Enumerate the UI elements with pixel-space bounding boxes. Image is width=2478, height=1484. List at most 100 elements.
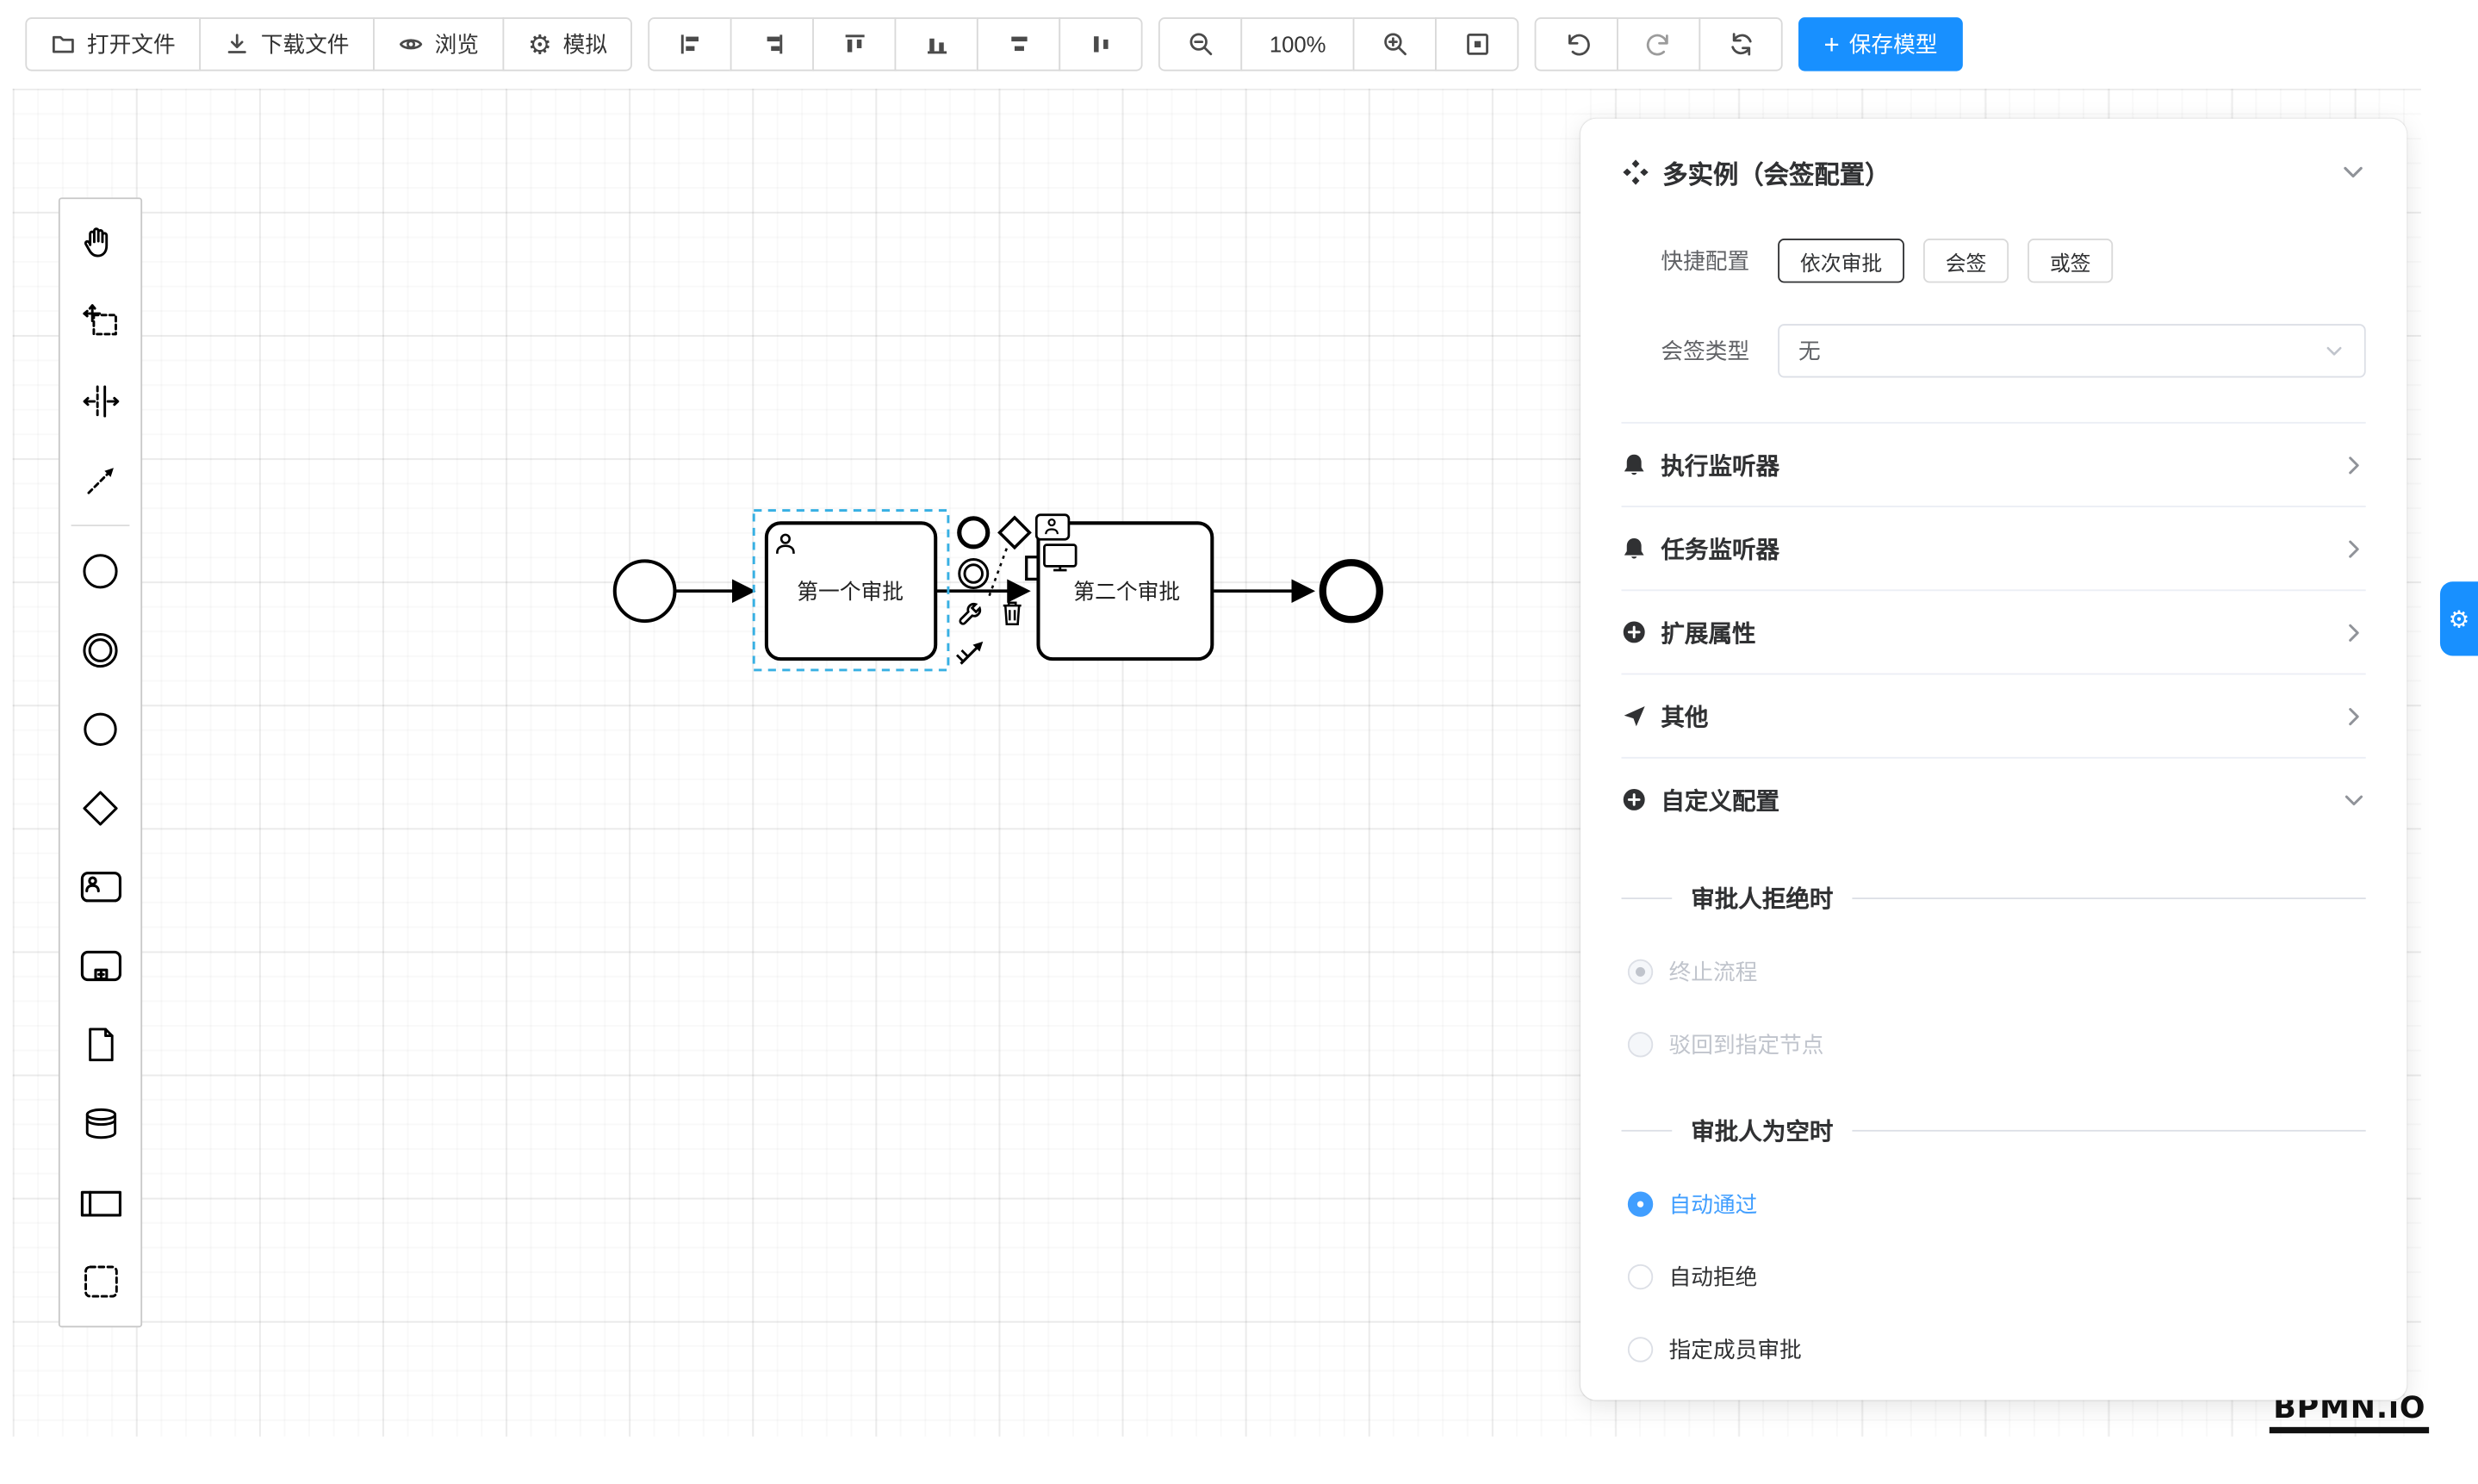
trash-icon[interactable] bbox=[1003, 601, 1022, 626]
screen-icon[interactable] bbox=[1043, 543, 1078, 572]
plus-icon: + bbox=[1823, 28, 1840, 59]
countersign-type-select[interactable]: 无 bbox=[1778, 324, 2366, 378]
create-data-store[interactable] bbox=[63, 1084, 137, 1164]
lasso-tool[interactable] bbox=[63, 283, 137, 362]
quick-config-row: 快捷配置 依次审批 会签 或签 bbox=[1622, 239, 2366, 283]
end-event[interactable] bbox=[1319, 559, 1383, 624]
eye-icon bbox=[399, 39, 423, 50]
create-end-event[interactable] bbox=[63, 689, 137, 768]
align-right-icon bbox=[767, 34, 782, 54]
global-connect-tool[interactable] bbox=[63, 441, 137, 520]
radio-terminate-process: 终止流程 bbox=[1627, 956, 2366, 988]
wrench-icon[interactable] bbox=[959, 602, 982, 625]
radio-assign-member[interactable]: 指定成员审批 bbox=[1627, 1334, 2366, 1366]
open-file-button[interactable]: 打开文件 bbox=[25, 17, 202, 71]
context-pad bbox=[956, 513, 1078, 665]
section-extended-properties[interactable]: 扩展属性 bbox=[1621, 589, 2366, 673]
countersign-type-label: 会签类型 bbox=[1661, 338, 1750, 364]
radio-icon bbox=[1627, 1191, 1654, 1217]
panel-toggle-button[interactable]: ⚙ bbox=[2439, 581, 2478, 656]
append-gateway-icon[interactable] bbox=[997, 515, 1032, 550]
task1-label: 第一个审批 bbox=[797, 580, 904, 604]
download-file-label: 下载文件 bbox=[260, 31, 350, 58]
align-center-horizontal-button[interactable] bbox=[977, 17, 1061, 71]
append-user-task-icon[interactable] bbox=[1034, 513, 1071, 541]
plus-circle-icon bbox=[1623, 788, 1645, 810]
zoom-in-icon bbox=[1383, 33, 1407, 56]
radio-label: 自动通过 bbox=[1668, 1191, 1758, 1217]
preview-button[interactable]: 浏览 bbox=[373, 17, 505, 71]
section-label: 执行监听器 bbox=[1661, 452, 1780, 480]
hand-tool[interactable] bbox=[63, 204, 137, 283]
create-user-task[interactable] bbox=[63, 847, 137, 926]
align-group bbox=[648, 17, 1144, 71]
zoom-out-button[interactable] bbox=[1158, 17, 1243, 71]
space-tool[interactable] bbox=[63, 362, 137, 441]
panel-header[interactable]: 多实例（会签配置） bbox=[1622, 119, 2366, 198]
align-bottom-button[interactable] bbox=[894, 17, 979, 71]
zoom-in-button[interactable] bbox=[1352, 17, 1437, 71]
fit-viewport-icon bbox=[1466, 33, 1488, 55]
radio-auto-reject[interactable]: 自动拒绝 bbox=[1627, 1261, 2366, 1293]
align-top-button[interactable] bbox=[812, 17, 897, 71]
create-gateway[interactable] bbox=[63, 768, 137, 848]
redo-button[interactable] bbox=[1617, 17, 1701, 71]
undo-button[interactable] bbox=[1534, 17, 1618, 71]
data-object-icon bbox=[88, 1028, 113, 1062]
append-end-event-icon[interactable] bbox=[957, 516, 991, 550]
canvas: 第一个审批 第二个审批 bbox=[0, 88, 2478, 1484]
download-file-button[interactable]: 下载文件 bbox=[199, 17, 375, 71]
create-subprocess[interactable] bbox=[63, 926, 137, 1005]
history-group bbox=[1534, 17, 1783, 71]
align-left-button[interactable] bbox=[648, 17, 732, 71]
user-task-1[interactable]: 第一个审批 bbox=[764, 521, 938, 661]
create-group[interactable] bbox=[63, 1242, 137, 1321]
simulate-button[interactable]: ⚙ 模拟 bbox=[502, 17, 633, 71]
section-other[interactable]: 其他 bbox=[1621, 673, 2366, 757]
align-center-horizontal-icon bbox=[1010, 36, 1028, 52]
align-center-vertical-button[interactable] bbox=[1059, 17, 1144, 71]
connect-arrow-icon[interactable] bbox=[956, 641, 984, 665]
zoom-level[interactable]: 100% bbox=[1240, 17, 1355, 71]
properties-panel: 多实例（会签配置） 快捷配置 依次审批 会签 或签 会签类型 无 执行监听 bbox=[1580, 118, 2407, 1400]
append-text-annotation-icon[interactable] bbox=[1025, 556, 1037, 581]
reject-group-title: 审批人拒绝时 bbox=[1691, 886, 1834, 914]
section-custom-config[interactable]: 自定义配置 bbox=[1621, 756, 2366, 841]
multi-instance-icon bbox=[1623, 159, 1649, 185]
send-icon bbox=[1624, 705, 1645, 727]
undo-icon bbox=[1568, 34, 1590, 56]
refresh-button[interactable] bbox=[1699, 17, 1783, 71]
section-task-listener[interactable]: 任务监听器 bbox=[1621, 506, 2366, 589]
fit-viewport-button[interactable] bbox=[1435, 17, 1519, 71]
quick-option-sequential[interactable]: 依次审批 bbox=[1778, 239, 1904, 283]
start-event-icon bbox=[83, 553, 118, 588]
chevron-right-icon bbox=[2349, 456, 2359, 474]
user-icon bbox=[776, 533, 795, 554]
create-data-object[interactable] bbox=[63, 1005, 137, 1084]
panel-title: 多实例（会签配置） bbox=[1662, 162, 1891, 190]
bpmn-diagram: 第一个审批 第二个审批 bbox=[612, 509, 1383, 672]
radio-auto-pass[interactable]: 自动通过 bbox=[1627, 1189, 2366, 1220]
create-participant[interactable] bbox=[63, 1163, 137, 1242]
section-execution-listener[interactable]: 执行监听器 bbox=[1621, 421, 2366, 506]
radio-label: 指定成员审批 bbox=[1668, 1337, 1802, 1363]
gateway-icon bbox=[83, 790, 118, 825]
toolbar: 打开文件 下载文件 浏览 ⚙ 模拟 bbox=[0, 0, 2478, 89]
radio-icon bbox=[1627, 959, 1654, 985]
user-task-icon bbox=[79, 872, 121, 903]
plus-circle-icon bbox=[1623, 621, 1645, 643]
align-top-icon bbox=[845, 34, 865, 53]
folder-open-icon bbox=[53, 35, 74, 53]
empty-group-title-divider: 审批人为空时 bbox=[1621, 1115, 2366, 1148]
quick-option-countersign[interactable]: 会签 bbox=[1923, 239, 2009, 283]
create-intermediate-event[interactable] bbox=[63, 610, 137, 689]
radio-label: 驳回到指定节点 bbox=[1668, 1032, 1824, 1058]
align-right-button[interactable] bbox=[730, 17, 815, 71]
append-intermediate-event-icon[interactable] bbox=[958, 558, 990, 590]
start-event[interactable] bbox=[612, 559, 677, 624]
save-model-button[interactable]: + 保存模型 bbox=[1798, 17, 1963, 71]
user-task-2[interactable]: 第二个审批 bbox=[1036, 521, 1214, 661]
quick-option-or-sign[interactable]: 或签 bbox=[2028, 239, 2114, 283]
create-start-event[interactable] bbox=[63, 531, 137, 610]
